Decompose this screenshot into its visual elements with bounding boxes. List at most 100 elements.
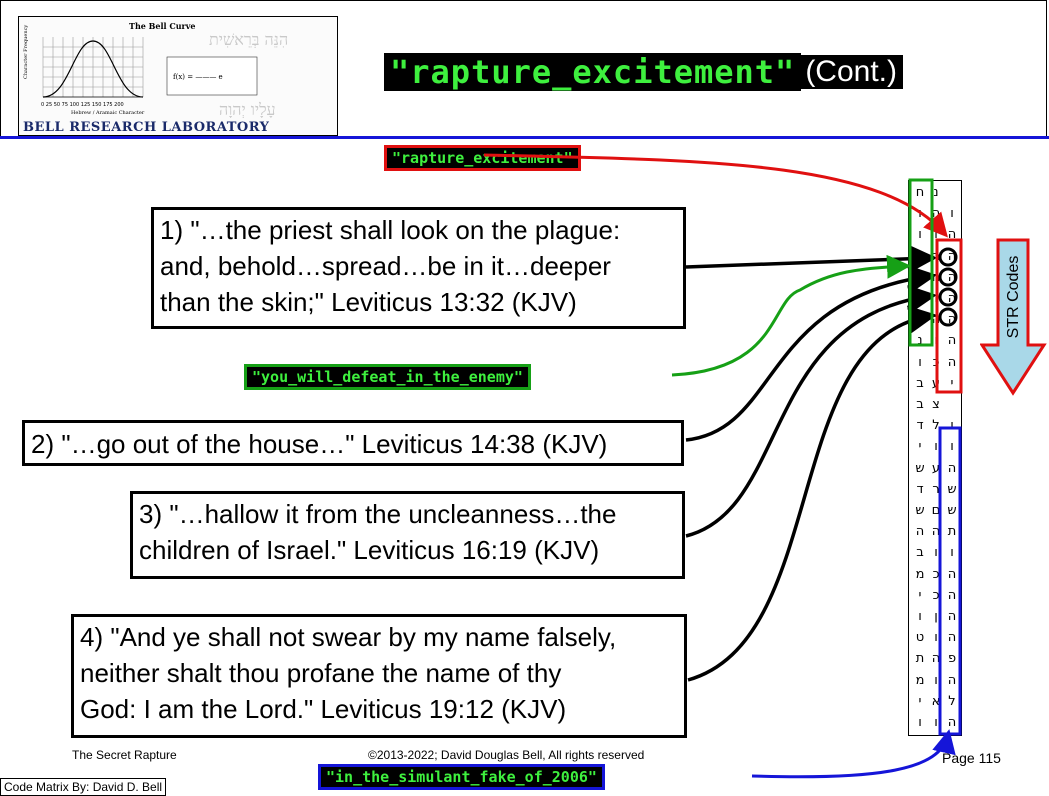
matrix-letter: ו <box>918 609 922 624</box>
bell-curve-logo: The Bell Curve Character Frequency 0 25 … <box>23 21 288 135</box>
green-outline <box>908 178 934 347</box>
logo-x-ticks: 0 25 50 75 100 125 150 175 200 <box>41 102 124 108</box>
matrix-letter: א <box>931 693 941 709</box>
matrix-letter: ד <box>916 418 924 434</box>
header-divider <box>0 136 1049 139</box>
matrix-letter: ד <box>916 481 924 497</box>
matrix-letter: ש <box>915 460 925 476</box>
tag-simulant-fake: "in_the_simulant_fake_of_2006" <box>318 764 605 790</box>
matrix-letter: ה <box>947 269 957 285</box>
matrix-letter: פ <box>947 651 957 667</box>
arrow-quote-2 <box>685 265 937 442</box>
str-codes-arrow: STR Codes <box>980 238 1047 396</box>
blue-outline <box>938 426 962 736</box>
matrix-letter: מ <box>915 566 925 582</box>
str-codes-label: STR Codes <box>1005 256 1022 339</box>
matrix-letter: כ <box>932 587 940 603</box>
matrix-letter: ו <box>918 227 922 243</box>
matrix-letter: ה <box>947 672 957 688</box>
tag-you-will-defeat: "you_will_defeat_in_the_enemy" <box>244 364 531 390</box>
logo: The Bell Curve Character Frequency 0 25 … <box>18 16 338 136</box>
matrix-letter: ה <box>947 248 957 264</box>
matrix-letter: ה <box>947 227 957 243</box>
matrix-letter: ם <box>931 503 941 518</box>
matrix-letter: ה <box>947 566 957 582</box>
matrix-letter: ה <box>947 291 957 306</box>
matrix-letter: ר <box>932 481 940 497</box>
matrix-letter: ת <box>915 651 925 667</box>
matrix-letter: ה <box>915 524 925 540</box>
matrix-letter: ו <box>934 672 938 688</box>
footer-credit: Code Matrix By: David D. Bell <box>0 778 167 796</box>
svg-text:הִנֵּה בְּרֵאשִׁית: הִנֵּה בְּרֵאשִׁית <box>209 30 288 49</box>
matrix-letter: ו <box>934 439 938 455</box>
logo-watermark-hebrew: הִנֵּה בְּרֵאשִׁית עָלָיו יְהוָה <box>209 30 288 119</box>
logo-formula: f(x) = ——— e <box>173 73 223 81</box>
matrix-letter: ה <box>947 630 957 646</box>
arrow-green <box>671 254 911 377</box>
matrix-letter: ה <box>947 354 957 370</box>
matrix-letter: ו <box>934 630 938 646</box>
matrix-letter: כ <box>932 566 940 582</box>
matrix-letter: ט <box>915 630 925 646</box>
arrow-quote-3 <box>685 285 937 538</box>
matrix-letter: י <box>918 693 922 709</box>
arrow-quote-4 <box>687 305 937 682</box>
matrix-letter: ו <box>950 545 954 561</box>
svg-text:עָלָיו יְהוָה: עָלָיו יְהוָה <box>219 100 276 119</box>
matrix-letter: ו <box>950 418 954 434</box>
matrix-letter: ו <box>950 439 954 455</box>
matrix-letter: ו <box>950 206 954 222</box>
arrow-red <box>483 153 948 238</box>
matrix-letter: ה <box>947 333 957 349</box>
matrix-letter: ה <box>931 524 941 540</box>
matrix-letter: נ <box>933 185 939 200</box>
quote-box-1: 1) "…the priest shall look on the plague… <box>151 207 686 329</box>
matrix-letter: ו <box>918 354 922 370</box>
matrix-letter: ן <box>934 609 938 624</box>
page-title-suffix: (Cont.) <box>801 55 903 89</box>
quote-box-4: 4) "And ye shall not swear by my name fa… <box>71 614 687 738</box>
down-arrow-icon <box>980 238 1047 396</box>
matrix-letter: ע <box>931 460 941 476</box>
footer-left: The Secret Rapture <box>72 748 177 762</box>
matrix-letter: נ <box>917 333 923 349</box>
matrix-letter: מ <box>915 672 925 688</box>
matrix-letter: ה <box>947 587 957 603</box>
logo-lab-name: BELL RESEARCH LABORATORY <box>23 120 270 135</box>
matrix-letter: ל <box>948 693 956 709</box>
matrix-letter: ב <box>916 375 924 391</box>
arrow-blue <box>751 729 956 779</box>
logo-chart-title: The Bell Curve <box>129 21 196 31</box>
matrix-letter: ה <box>947 460 957 476</box>
footer-page-number: Page 115 <box>942 750 1001 766</box>
logo-x-label: Hebrew / Aramaic Character <box>71 110 145 116</box>
matrix-letter: ת <box>947 524 957 540</box>
page-title: "rapture_excitement" (Cont.) <box>384 53 903 91</box>
red-outline <box>935 238 963 394</box>
matrix-letter: ו <box>918 715 922 730</box>
matrix-letter: ש <box>947 503 957 518</box>
matrix-letter: ח <box>915 185 925 200</box>
matrix-letter: צ <box>932 397 940 412</box>
footer-center: ©2013-2022; David Douglas Bell, All righ… <box>368 748 645 762</box>
matrix-letter: ב <box>916 397 924 412</box>
black-circles <box>938 247 958 327</box>
matrix-letter: ב <box>916 545 924 561</box>
matrix-letter: י <box>950 375 954 391</box>
matrix-letter: ש <box>947 481 957 497</box>
logo-formula-box <box>166 56 258 96</box>
matrix-letter: ו <box>934 715 938 730</box>
matrix-letter: ש <box>915 503 925 518</box>
logo-bell-curve <box>42 40 144 98</box>
matrix-letter: ה <box>947 715 957 730</box>
quote-box-2: 2) "…go out of the house…" Leviticus 14:… <box>22 420 684 466</box>
matrix-letter: ו <box>934 545 938 561</box>
matrix-letter: י <box>918 587 922 603</box>
matrix-letter: ל <box>932 418 940 434</box>
quote-box-3: 3) "…hallow it from the uncleanness…the … <box>130 491 685 579</box>
page-title-code: "rapture_excitement" <box>384 53 802 91</box>
logo-y-label: Character Frequency <box>23 25 29 79</box>
matrix-letter: ה <box>947 609 957 624</box>
